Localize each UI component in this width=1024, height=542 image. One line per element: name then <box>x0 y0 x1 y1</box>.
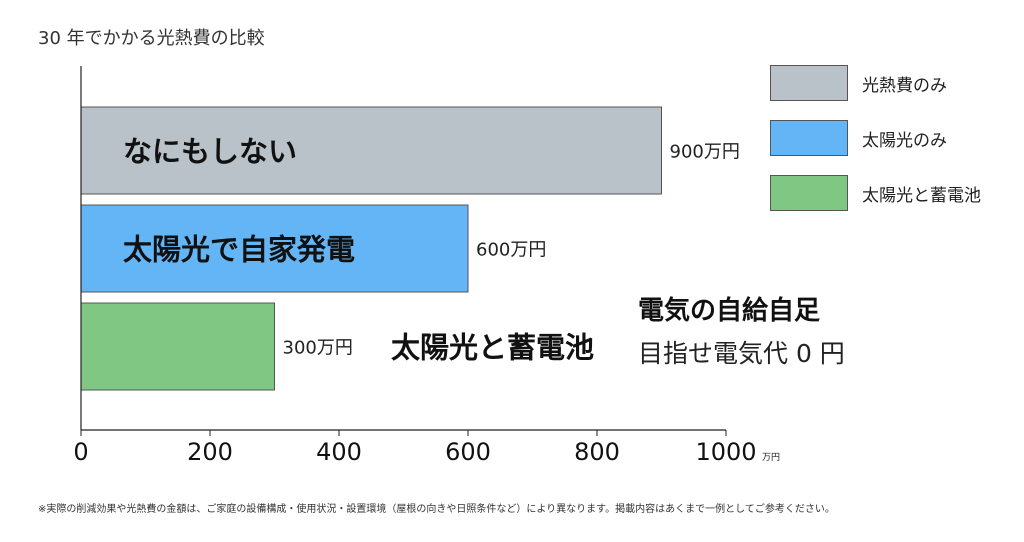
legend-item-2: 太陽光と蓄電池 <box>770 174 981 212</box>
annotation-title: 電気の自給自足 <box>638 296 821 326</box>
legend-label-1: 太陽光のみ <box>862 130 947 151</box>
legend-label-0: 光熱費のみ <box>862 75 947 96</box>
x-unit-label: 万円 <box>762 452 780 463</box>
x-tick-label-4: 800 <box>574 438 620 466</box>
bar-category-label-1: 太陽光で自家発電 <box>123 233 355 267</box>
bar-value-label-1: 600万円 <box>476 240 546 261</box>
legend-swatch-0 <box>770 65 848 101</box>
legend: 光熱費のみ 太陽光のみ 太陽光と蓄電池 <box>770 64 981 229</box>
legend-item-1: 太陽光のみ <box>770 119 981 157</box>
x-tick-label-1: 200 <box>187 438 233 466</box>
bar-category-label-2: 太陽光と蓄電池 <box>391 331 594 365</box>
bar-2 <box>80 302 275 391</box>
annotation-text: 目指せ電気代 0 円 <box>638 339 845 368</box>
x-axis: 0 200 400 600 800 1000 万円 <box>73 66 780 466</box>
legend-label-2: 太陽光と蓄電池 <box>862 185 981 206</box>
footnote: ※実際の削減効果や光熱費の金額は、ご家庭の設備構成・使用状況・設置環境（屋根の向… <box>38 504 835 515</box>
bar-0 <box>80 106 662 195</box>
x-tick-label-0: 0 <box>73 438 88 466</box>
bar-category-label-0: なにもしない <box>123 135 297 169</box>
x-tick-label-5: 1000 <box>695 438 756 466</box>
legend-item-0: 光熱費のみ <box>770 64 981 102</box>
legend-swatch-2 <box>770 175 848 211</box>
x-tick-label-2: 400 <box>316 438 362 466</box>
bar-value-label-2: 300万円 <box>283 338 353 359</box>
x-tick-label-3: 600 <box>445 438 491 466</box>
bar-value-label-0: 900万円 <box>670 142 740 163</box>
legend-swatch-1 <box>770 120 848 156</box>
chart-title: 30 年でかかる光熱費の比較 <box>38 28 265 49</box>
